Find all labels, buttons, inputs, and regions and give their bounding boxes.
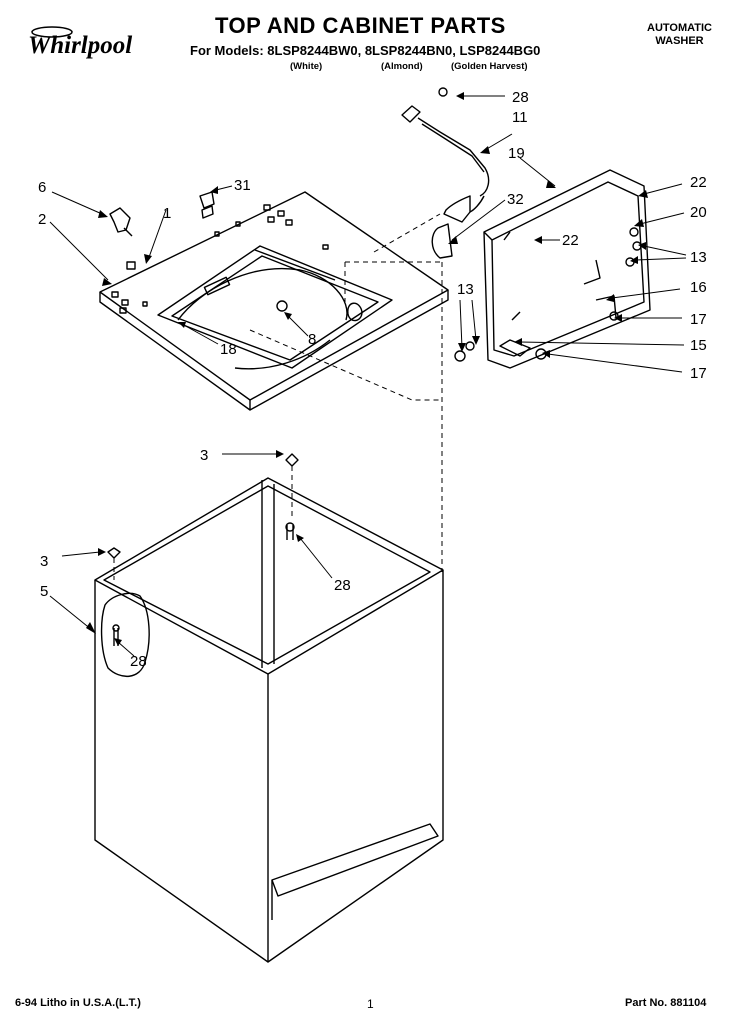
part-19-lid: [454, 169, 651, 369]
callout-6: 6: [38, 179, 46, 196]
models-line: For Models: 8LSP8244BW0, 8LSP8244BN0, LS…: [190, 43, 541, 58]
part-number: Part No. 881104: [625, 997, 707, 1009]
page-title: TOP AND CABINET PARTS: [215, 13, 506, 38]
color-golden-harvest: (Golden Harvest): [451, 61, 528, 72]
print-date-note: 6-94 Litho in U.S.A.(L.T.): [15, 997, 141, 1009]
cabinet: [94, 453, 444, 963]
callout-17: 17: [690, 311, 707, 328]
callout-28: 28: [512, 89, 529, 106]
callout-28: 28: [334, 577, 351, 594]
callout-17: 17: [690, 365, 707, 382]
top-panel: [99, 191, 449, 411]
callout-28: 28: [130, 653, 147, 670]
color-almond: (Almond): [381, 61, 423, 72]
whirlpool-logo: Whirlpool: [28, 26, 132, 60]
callout-13: 13: [690, 249, 707, 266]
product-type: AUTOMATIC WASHER: [647, 22, 712, 48]
callout-2: 2: [38, 211, 46, 228]
logo-swoosh: [31, 26, 73, 38]
part-32-lid-switch: [431, 223, 453, 259]
callout-13: 13: [457, 281, 474, 298]
callout-20: 20: [690, 204, 707, 221]
callout-3: 3: [40, 553, 48, 570]
dashed-guides: [113, 213, 443, 580]
part-31-clip: [199, 191, 215, 219]
callout-labels: 28 11 19 22 20 22 13 16 17 15 17 13 32 3…: [38, 89, 707, 670]
callout-5: 5: [40, 583, 48, 600]
callout-8: 8: [308, 331, 316, 348]
callout-11: 11: [512, 109, 528, 126]
callout-19: 19: [508, 145, 525, 162]
part-11-harness: [401, 87, 490, 223]
callout-22: 22: [690, 174, 707, 191]
part-1-clip: [126, 261, 136, 270]
callout-31: 31: [234, 177, 251, 194]
callout-3: 3: [200, 447, 208, 464]
callout-15: 15: [690, 337, 707, 354]
callout-1: 1: [163, 205, 171, 222]
arrowheads: [86, 92, 648, 646]
callout-18: 18: [220, 341, 237, 358]
callout-16: 16: [690, 279, 707, 296]
page-number: 1: [367, 997, 374, 1011]
part-6-hinge: [109, 207, 133, 237]
color-white: (White): [290, 61, 323, 72]
callout-32: 32: [507, 191, 524, 208]
callout-22: 22: [562, 232, 579, 249]
leader-lines: [49, 95, 687, 657]
product-line-2: WASHER: [655, 35, 704, 47]
product-line-1: AUTOMATIC: [647, 22, 712, 34]
